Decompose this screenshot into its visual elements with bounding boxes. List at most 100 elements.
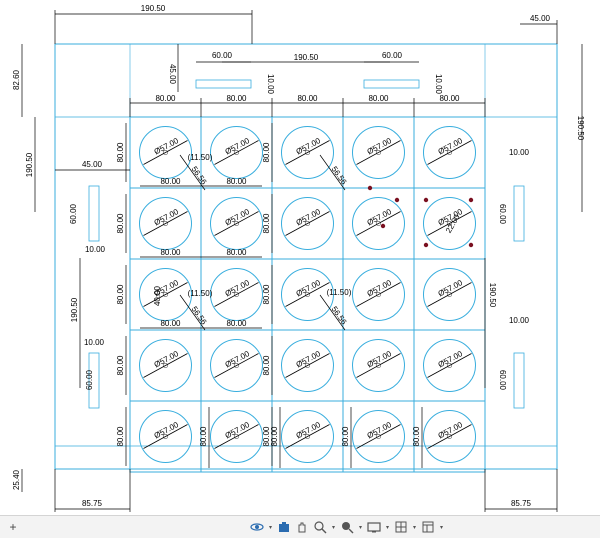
- diagonal-dimension-line: [319, 294, 346, 331]
- right-mid-height-label: 190.50: [488, 283, 497, 308]
- diameter-line: [285, 211, 330, 236]
- diameter-line: [285, 424, 330, 449]
- diameter-line: [214, 353, 259, 378]
- diameter-line: [356, 140, 401, 165]
- marker-dot: [394, 197, 400, 203]
- tab-width-label: 60.00: [382, 51, 403, 60]
- hole-circle: [352, 126, 405, 179]
- hole-circle: [352, 410, 405, 463]
- left-tab-lower: [88, 352, 100, 409]
- orbit-icon[interactable]: [250, 520, 264, 534]
- cell-size-label: 80.00: [160, 177, 181, 186]
- hole-circle: [352, 339, 405, 392]
- right-tab-label: 60.00: [498, 370, 507, 391]
- hole-circle: [210, 339, 263, 392]
- overall-width-label: 190.50: [141, 4, 166, 13]
- chevron-down-icon[interactable]: ▾: [439, 524, 443, 531]
- diagonal-offset-label: 56.56: [190, 305, 209, 327]
- hole-circle: [352, 197, 405, 250]
- cell-size-label: 80.00: [262, 284, 271, 305]
- diagonal-offset-label: 56.56: [330, 165, 349, 187]
- hole-circle: [139, 126, 192, 179]
- cell-size-label: 80.00: [270, 426, 279, 447]
- diameter-line: [285, 140, 330, 165]
- hole-circle: [281, 197, 334, 250]
- diameter-line: [214, 424, 259, 449]
- marker-dot: [367, 185, 373, 191]
- left-tab-thickness-label: 10.00: [85, 245, 106, 254]
- cell-size-label: 80.00: [226, 248, 247, 257]
- left-tab-label: 60.00: [69, 203, 78, 224]
- diameter-line: [214, 211, 259, 236]
- chevron-down-icon[interactable]: ▾: [412, 524, 416, 531]
- right-tab-upper: [513, 185, 525, 242]
- column-width-label: 80.00: [155, 94, 176, 103]
- camera-icon[interactable]: [277, 520, 291, 534]
- diameter-line: [356, 353, 401, 378]
- diagonal-dimension-line: [179, 154, 206, 191]
- hole-circle: [281, 339, 334, 392]
- pan-icon[interactable]: [295, 520, 309, 534]
- chevron-down-icon[interactable]: ▾: [331, 524, 335, 531]
- chevron-down-icon[interactable]: ▾: [385, 524, 389, 531]
- diameter-line: [143, 282, 188, 307]
- right-tab-width-label: 45.00: [530, 14, 551, 23]
- hole-circle: [281, 268, 334, 321]
- cell-size-label: 80.00: [199, 426, 208, 447]
- diameter-line: [214, 282, 259, 307]
- zoom-icon[interactable]: [340, 520, 354, 534]
- lower-height-label: 190.50: [70, 297, 79, 322]
- layout-icon[interactable]: [421, 520, 435, 534]
- cell-size-label: 80.00: [160, 248, 181, 257]
- display-icon[interactable]: [367, 520, 381, 534]
- hole-circle: [139, 410, 192, 463]
- hole-circle: [139, 339, 192, 392]
- diameter-line: [356, 424, 401, 449]
- grid-cell: [413, 400, 486, 473]
- cell-size-label: 80.00: [341, 426, 350, 447]
- marker-dot: [468, 197, 474, 203]
- cell-size-label: 80.00: [226, 319, 247, 328]
- grid-icon[interactable]: [394, 520, 408, 534]
- left-tab-thickness-label: 10.00: [84, 338, 105, 347]
- cell-size-label: 80.00: [116, 284, 125, 305]
- hole-circle: [139, 197, 192, 250]
- cell-size-label: 80.00: [160, 319, 181, 328]
- marker-dot: [423, 197, 429, 203]
- hole-circle: [210, 126, 263, 179]
- chevron-down-icon[interactable]: ▾: [268, 524, 272, 531]
- top-tab-left: [195, 79, 252, 89]
- top-height-label: 82.60: [12, 69, 21, 90]
- right-upper-height-label: 190.50: [576, 116, 585, 141]
- hole-circle: [423, 268, 476, 321]
- top-gap-label: 45.00: [168, 64, 177, 85]
- column-width-label: 80.00: [297, 94, 318, 103]
- bottom-left-label: 85.75: [82, 499, 103, 508]
- zoom-fit-icon[interactable]: [313, 520, 327, 534]
- add-sheet-button[interactable]: +: [9, 520, 17, 534]
- diameter-line: [143, 353, 188, 378]
- column-width-label: 80.00: [368, 94, 389, 103]
- cell-size-label: 80.00: [116, 142, 125, 163]
- right-tab-lower: [513, 352, 525, 409]
- left-gap-label: 45.00: [82, 160, 103, 169]
- diagonal-dimension-line: [319, 154, 346, 191]
- reference-offset-label: (11.50): [327, 288, 352, 297]
- reference-offset-label: (11.50): [188, 153, 213, 162]
- chevron-down-icon[interactable]: ▾: [358, 524, 362, 531]
- upper-height-label: 190.50: [25, 152, 34, 177]
- marker-dot: [380, 223, 386, 229]
- left-tab-label: 60.00: [85, 369, 94, 390]
- hole-circle: [423, 339, 476, 392]
- diameter-line: [143, 211, 188, 236]
- diameter-line: [427, 140, 472, 165]
- diameter-line: [143, 140, 188, 165]
- diameter-line: [143, 424, 188, 449]
- hole-circle: [139, 268, 192, 321]
- hole-circle: [281, 126, 334, 179]
- cell-size-label: 80.00: [116, 355, 125, 376]
- right-tab-thickness-label: 10.00: [509, 148, 530, 157]
- cell-size-label: 80.00: [116, 426, 125, 447]
- tab-spacing-label: 190.50: [294, 53, 319, 62]
